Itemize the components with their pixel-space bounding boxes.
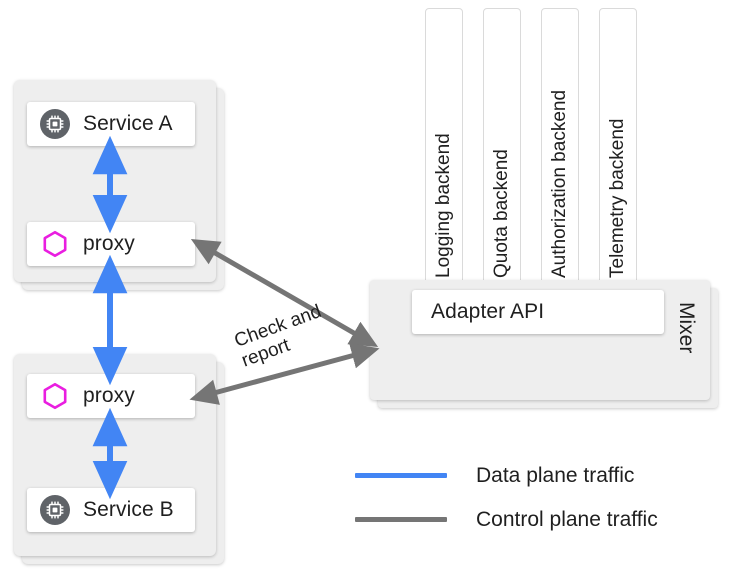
backend-label-quota: Quota backend xyxy=(491,149,512,278)
backend-column-telemetry[interactable]: Telemetry backend xyxy=(599,8,637,291)
service-b-box[interactable]: Service B xyxy=(27,488,195,532)
proxy-a-box[interactable]: proxy xyxy=(27,222,195,266)
adapter-api-label: Adapter API xyxy=(431,300,545,323)
proxy-a-label: proxy xyxy=(83,232,135,255)
cpu-chip-icon xyxy=(40,109,70,139)
legend-swatch-control-plane xyxy=(355,517,447,522)
service-a-label: Service A xyxy=(83,112,173,135)
legend-swatch-data-plane xyxy=(355,473,447,478)
backend-label-logging: Logging backend xyxy=(433,133,454,278)
check-and-report-label: Check and report xyxy=(232,301,331,372)
backend-column-authorization[interactable]: Authorization backend xyxy=(541,8,579,291)
mixer-label: Mixer xyxy=(675,302,698,354)
cpu-chip-icon xyxy=(40,495,70,525)
control-plane-arrow-proxy-b-mixer xyxy=(189,343,380,405)
backend-column-logging[interactable]: Logging backend xyxy=(425,8,463,291)
backend-column-quota[interactable]: Quota backend xyxy=(483,8,521,291)
hexagon-icon xyxy=(40,229,70,259)
service-b-label: Service B xyxy=(83,498,174,521)
legend-label-data-plane: Data plane traffic xyxy=(476,464,635,487)
service-a-box[interactable]: Service A xyxy=(27,102,195,146)
adapter-api-box[interactable]: Adapter API xyxy=(412,290,664,334)
proxy-b-box[interactable]: proxy xyxy=(27,374,195,418)
backend-label-telemetry: Telemetry backend xyxy=(607,118,628,278)
backend-label-authorization: Authorization backend xyxy=(549,89,570,278)
legend-label-control-plane: Control plane traffic xyxy=(476,508,658,531)
hexagon-icon xyxy=(40,381,70,411)
proxy-b-label: proxy xyxy=(83,384,135,407)
